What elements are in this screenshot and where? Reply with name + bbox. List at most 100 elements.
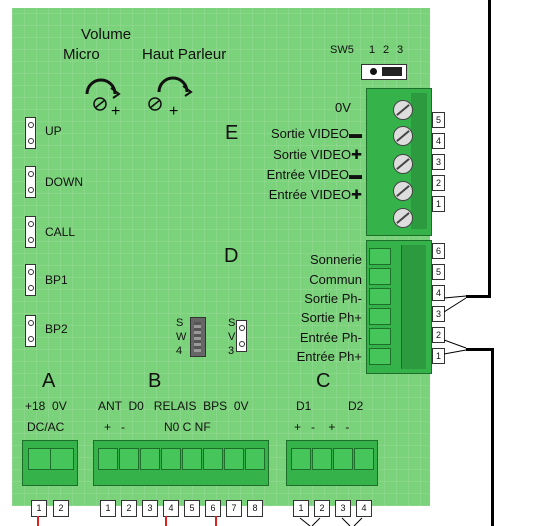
- c-pin-4[interactable]: [354, 448, 374, 470]
- b-num-3: 3: [142, 500, 158, 517]
- bp2-button-switch[interactable]: [25, 315, 36, 347]
- b-pin-1[interactable]: [98, 448, 118, 470]
- wire-upper-vertical: [488, 0, 491, 297]
- bp2-button-label: BP2: [45, 322, 68, 336]
- section-a-line2: DC/AC: [27, 420, 65, 434]
- c-num-3: 3: [335, 500, 351, 517]
- b-num-5: 5: [184, 500, 200, 517]
- e-row-sortie-video-minus: Sortie VIDEO▬: [270, 126, 362, 141]
- jumper-right-v: V: [228, 331, 236, 343]
- down-button-label: DOWN: [45, 175, 83, 189]
- svg-text:+: +: [169, 103, 178, 120]
- d-pin-2[interactable]: [369, 328, 391, 345]
- section-b-line1: ANT D0 RELAIS BPS 0V: [98, 399, 249, 413]
- d-pin-1[interactable]: [369, 348, 391, 365]
- e-row-entree-video-plus: Entrée VIDEO✚: [268, 187, 362, 202]
- section-b-line2b: N0 C NF: [164, 420, 211, 434]
- jumper-left-s: S: [176, 317, 184, 329]
- d-pin-5[interactable]: [369, 268, 391, 285]
- d-num-5: 5: [432, 264, 445, 280]
- a-pin-1[interactable]: [28, 448, 52, 470]
- speaker-pot-icon[interactable]: +: [148, 76, 193, 120]
- circuit-board: [12, 8, 430, 506]
- d-pin-4[interactable]: [369, 288, 391, 305]
- micro-pot-icon[interactable]: +: [85, 78, 121, 120]
- b-num-8: 8: [247, 500, 263, 517]
- b-num-6: 6: [205, 500, 221, 517]
- d-row-commun: Commun: [309, 272, 362, 287]
- jumper-right-3: 3: [228, 345, 235, 357]
- screw-e4[interactable]: [393, 126, 413, 146]
- jumper-left-switch[interactable]: [190, 317, 206, 357]
- c-pin-3[interactable]: [333, 448, 353, 470]
- b-pin-5[interactable]: [182, 448, 202, 470]
- a-pin-2[interactable]: [50, 448, 74, 470]
- c-num-4: 4: [356, 500, 372, 517]
- e-num-1: 1: [432, 196, 445, 212]
- d-pin-6[interactable]: [369, 248, 391, 265]
- b-pin-4[interactable]: [161, 448, 181, 470]
- volume-title: Volume: [81, 26, 132, 43]
- screw-e3[interactable]: [393, 154, 413, 174]
- e-row-sortie-video-plus: Sortie VIDEO✚: [273, 147, 362, 162]
- wire-upper-horizontal: [466, 295, 491, 298]
- haut-parleur-label: Haut Parleur: [142, 46, 227, 63]
- a-num-2: 2: [53, 500, 69, 517]
- up-button-switch[interactable]: [25, 117, 36, 149]
- b-num-1: 1: [100, 500, 116, 517]
- wire-forks: [444, 295, 467, 355]
- section-a-line1: +18 0V: [25, 399, 67, 413]
- section-a-letter: A: [42, 370, 56, 392]
- d-num-3: 3: [432, 306, 445, 322]
- d-num-4: 4: [432, 285, 445, 301]
- section-e-letter: E: [225, 122, 239, 144]
- screw-e1[interactable]: [393, 208, 413, 228]
- b-pin-2[interactable]: [119, 448, 139, 470]
- screw-e5[interactable]: [393, 100, 413, 120]
- down-button-switch[interactable]: [25, 166, 36, 198]
- d-num-6: 6: [432, 243, 445, 259]
- section-c-letter: C: [316, 370, 331, 392]
- d-row-sortie-ph-minus: Sortie Ph-: [304, 291, 362, 306]
- call-button-label: CALL: [45, 225, 76, 239]
- e-row-entree-video-minus: Entrée VIDEO▬: [266, 167, 362, 182]
- jumper-left-4: 4: [176, 345, 183, 357]
- e-num-5: 5: [432, 112, 445, 128]
- sw5-label: SW5: [330, 44, 354, 56]
- b-pin-7[interactable]: [224, 448, 244, 470]
- call-button-switch[interactable]: [25, 216, 36, 248]
- d-row-entree-ph-minus: Entrée Ph-: [299, 330, 362, 345]
- section-d-letter: D: [224, 245, 239, 267]
- a-num-1: 1: [31, 500, 47, 517]
- section-b-letter: B: [148, 370, 162, 392]
- section-b-line2a: + -: [104, 420, 126, 434]
- sw5-pos-1: 1: [369, 44, 376, 56]
- b-pin-6[interactable]: [203, 448, 223, 470]
- d-num-2: 2: [432, 327, 445, 343]
- c-num-2: 2: [314, 500, 330, 517]
- e-num-4: 4: [432, 133, 445, 149]
- e-num-3: 3: [432, 154, 445, 170]
- sw5-switch[interactable]: [361, 64, 407, 80]
- micro-label: Micro: [63, 46, 100, 63]
- c-num-1: 1: [293, 500, 309, 517]
- d-pin-3[interactable]: [369, 308, 391, 325]
- section-c-line2: + - + -: [294, 420, 350, 434]
- d-row-sonnerie: Sonnerie: [309, 252, 362, 267]
- bp1-button-switch[interactable]: [25, 264, 36, 296]
- c-pin-2[interactable]: [312, 448, 332, 470]
- b-num-2: 2: [121, 500, 137, 517]
- jumper-right-switch[interactable]: [236, 320, 247, 352]
- e-num-2: 2: [432, 175, 445, 191]
- sw5-pos-2: 2: [383, 44, 390, 56]
- e-row-0v: 0V: [335, 100, 351, 115]
- jumper-right-s: S: [228, 317, 236, 329]
- b-num-4: 4: [163, 500, 179, 517]
- wire-lower-horizontal: [466, 348, 494, 351]
- screw-e2[interactable]: [393, 181, 413, 201]
- c-pin-1[interactable]: [291, 448, 311, 470]
- b-pin-3[interactable]: [140, 448, 160, 470]
- bottom-wire-stubs: [37, 516, 363, 526]
- b-pin-8[interactable]: [245, 448, 265, 470]
- b-num-7: 7: [226, 500, 242, 517]
